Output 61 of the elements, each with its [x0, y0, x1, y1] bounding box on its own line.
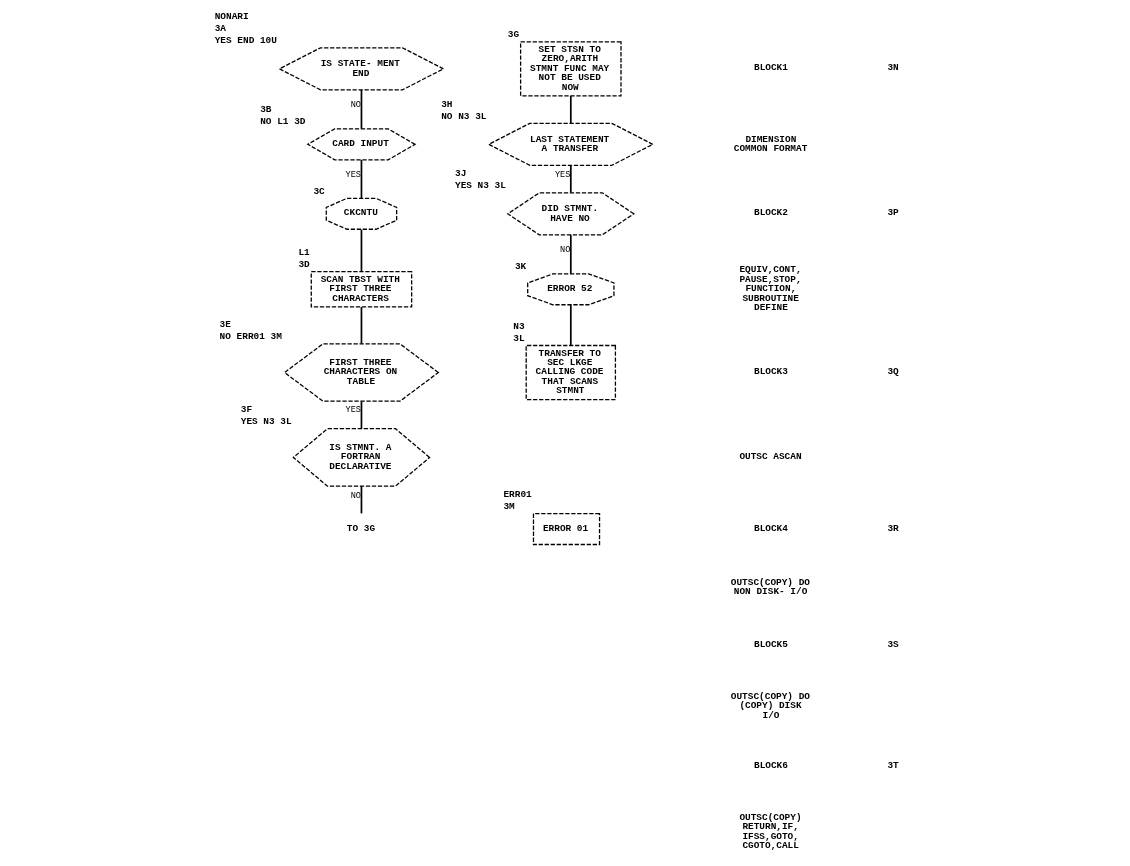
node-box: SCAN TBST WITH FIRST THREE CHARACTERS	[310, 271, 413, 308]
connector	[360, 306, 363, 345]
connector	[360, 400, 363, 430]
label: OUTSC ASCAN	[739, 450, 802, 462]
connector	[360, 89, 363, 130]
node-label: NO L1 3D	[260, 116, 306, 128]
label: BLOCK3	[753, 366, 788, 378]
node-label: YES END 10U	[214, 35, 277, 47]
label: 3S	[887, 639, 899, 651]
node-label: 3M	[503, 501, 515, 513]
node-label: 3A	[214, 23, 227, 35]
connector	[569, 304, 572, 347]
label: 3R	[887, 522, 899, 534]
edge-label: YES	[345, 169, 362, 180]
label: 3N	[887, 62, 899, 74]
connector	[360, 485, 363, 515]
edge-label: NO	[560, 245, 571, 256]
label: 3P	[887, 207, 899, 219]
label: 3T	[887, 760, 899, 772]
node-label: ERR01	[503, 489, 532, 501]
label: EQUIV,CONT, PAUSE,STOP, FUNCTION, SUBROUTINE DEFINE	[739, 264, 802, 314]
node-box: TRANSFER TO SEC LKGE CALLING CODE THAT SCANS STMNT	[525, 344, 617, 401]
label: 3Q	[887, 366, 899, 378]
node-box: ERROR 01	[532, 512, 601, 546]
connector	[569, 164, 572, 194]
node-box: SET STSN TO ZERO,ARITH STMNT FUNC MAY NOT BE USED NOW	[519, 41, 622, 97]
node-label: 3L	[513, 333, 525, 345]
node-label: 3J	[454, 168, 467, 180]
node-label: 3C	[313, 185, 325, 197]
node-label: NO N3 3L	[441, 110, 487, 122]
node-label: 3K	[514, 261, 527, 273]
edge-label: YES	[345, 405, 362, 416]
label: OUTSC(COPY) RETURN,IF, IFSS,GOTO, CGOTO,CALL	[739, 811, 802, 852]
connector	[569, 234, 572, 275]
node-label: NO ERR01 3M	[219, 331, 282, 343]
label: OUTSC(COPY) DO NON DISK- I/O	[730, 576, 810, 598]
connector	[360, 228, 363, 273]
label: BLOCK1	[753, 62, 788, 74]
node-label: 3E	[219, 319, 231, 331]
node-label: 3G	[507, 29, 520, 41]
edge-label: NO	[350, 100, 362, 111]
node-label: L1	[298, 247, 310, 259]
label: BLOCK5	[753, 639, 788, 651]
edge-label: YES	[554, 169, 571, 180]
node-label: NONARI	[214, 11, 249, 23]
node-label: YES N3 3L	[240, 416, 292, 428]
label: BLOCK6	[753, 760, 788, 772]
label: DIMENSION COMMON FORMAT	[733, 133, 808, 155]
node-label: 3F	[240, 404, 253, 416]
connector	[360, 159, 363, 200]
node-label: 3H	[441, 98, 453, 110]
node-label: N3	[513, 321, 525, 333]
label: BLOCK4	[753, 522, 788, 534]
label: BLOCK2	[753, 207, 788, 219]
node-label: YES N3 3L	[454, 180, 506, 192]
node-text: TO 3G	[346, 522, 376, 534]
node-label: 3D	[298, 259, 310, 271]
label: OUTSC(COPY) DO (COPY) DISK I/O	[730, 690, 810, 721]
edge-label: NO	[350, 490, 362, 501]
node-label: 3B	[260, 104, 272, 116]
connector	[569, 95, 572, 124]
